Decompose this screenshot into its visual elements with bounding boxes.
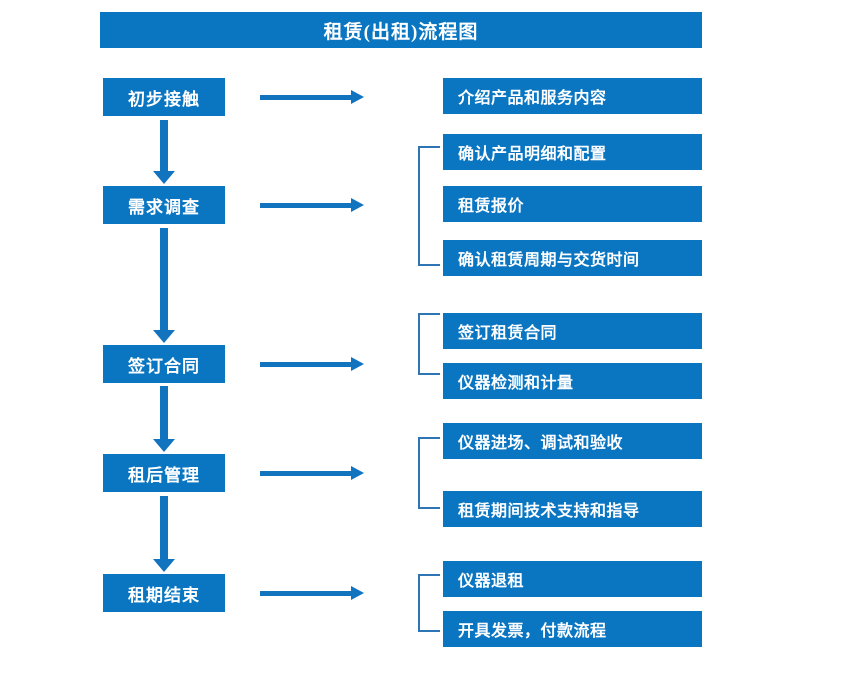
vertical-arrow-stage4-to-stage5 (153, 496, 175, 572)
arrow-head-down-icon (153, 439, 175, 452)
task-box-instrument-return[interactable]: 仪器退租 (443, 561, 702, 597)
arrow-head-down-icon (153, 559, 175, 572)
stage-box-initial-contact[interactable]: 初步接触 (103, 78, 225, 116)
group-bracket-stage2 (418, 146, 440, 266)
arrow-shaft (260, 95, 352, 100)
stage-box-needs-survey[interactable]: 需求调查 (103, 186, 225, 224)
group-bracket-stage4 (418, 437, 440, 509)
task-box-confirm-product-details[interactable]: 确认产品明细和配置 (443, 134, 702, 170)
horizontal-arrow-stage2 (260, 198, 364, 212)
page-title: 租赁(出租)流程图 (100, 12, 702, 48)
arrow-head-right-icon (351, 586, 364, 600)
task-box-technical-support-during-rental[interactable]: 租赁期间技术支持和指导 (443, 491, 702, 527)
arrow-shaft (160, 228, 168, 330)
arrow-head-right-icon (351, 90, 364, 104)
horizontal-arrow-stage3 (260, 357, 364, 371)
stage-box-sign-contract[interactable]: 签订合同 (103, 345, 225, 383)
arrow-head-right-icon (351, 357, 364, 371)
horizontal-arrow-stage1 (260, 90, 364, 104)
vertical-arrow-stage2-to-stage3 (153, 228, 175, 343)
vertical-arrow-stage3-to-stage4 (153, 386, 175, 452)
group-bracket-stage3 (418, 313, 440, 375)
arrow-shaft (260, 362, 352, 367)
task-box-instrument-inspection-metering[interactable]: 仪器检测和计量 (443, 363, 702, 399)
arrow-shaft (260, 591, 352, 596)
arrow-shaft (260, 203, 352, 208)
task-box-confirm-rental-period-delivery[interactable]: 确认租赁周期与交货时间 (443, 240, 702, 276)
task-box-instrument-entry-commissioning-acceptance[interactable]: 仪器进场、调试和验收 (443, 423, 702, 459)
group-bracket-stage5 (418, 574, 440, 632)
vertical-arrow-stage1-to-stage2 (153, 120, 175, 184)
arrow-shaft (160, 386, 168, 439)
horizontal-arrow-stage5 (260, 586, 364, 600)
arrow-shaft (160, 496, 168, 559)
arrow-shaft (160, 120, 168, 171)
arrow-head-down-icon (153, 330, 175, 343)
task-box-invoice-payment-process[interactable]: 开具发票，付款流程 (443, 611, 702, 647)
arrow-head-right-icon (351, 198, 364, 212)
stage-box-rental-end[interactable]: 租期结束 (103, 574, 225, 612)
task-box-introduce-products-services[interactable]: 介绍产品和服务内容 (443, 78, 702, 114)
arrow-head-right-icon (351, 466, 364, 480)
horizontal-arrow-stage4 (260, 466, 364, 480)
task-box-rental-quotation[interactable]: 租赁报价 (443, 186, 702, 222)
stage-box-post-rental-management[interactable]: 租后管理 (103, 454, 225, 492)
arrow-head-down-icon (153, 171, 175, 184)
arrow-shaft (260, 471, 352, 476)
task-box-sign-rental-contract[interactable]: 签订租赁合同 (443, 313, 702, 349)
